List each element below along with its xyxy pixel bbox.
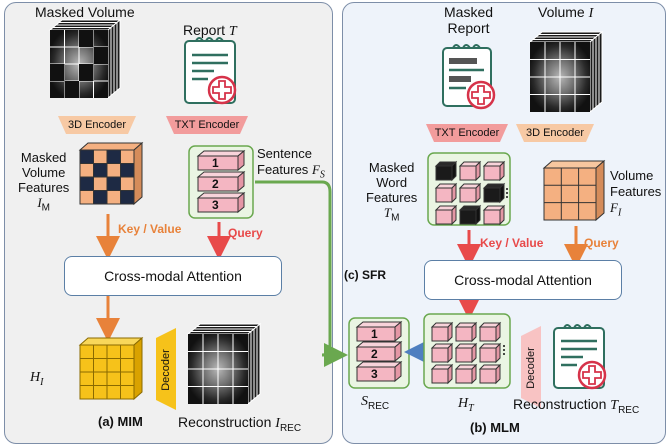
srec-number-3: 3 xyxy=(371,367,378,381)
decoder-shape-right xyxy=(521,326,541,408)
volume-cube xyxy=(528,30,604,114)
ht-grid xyxy=(423,313,511,389)
masked-volume-features-label: Masked Volume Features IM xyxy=(18,150,70,214)
report-document-icon xyxy=(184,37,237,105)
txt-encoder-label: TXT Encoder xyxy=(174,119,240,131)
hidden-feature-label: HI xyxy=(30,370,44,388)
masked-report-icon xyxy=(442,44,496,110)
txt-encoder-shape xyxy=(166,116,248,134)
key-value-label: Key / Value xyxy=(118,222,182,236)
sentence-features-stack xyxy=(188,145,254,219)
sentence-number-2: 2 xyxy=(212,177,219,191)
volume-features-label: Volume Features FI xyxy=(610,168,662,219)
report-label: Report T xyxy=(183,22,237,39)
srec-number-1: 1 xyxy=(371,327,378,341)
decoder-label-left: Decoder xyxy=(160,349,172,391)
masked-word-features-label: Masked Word Features TM xyxy=(366,160,418,224)
3d-encoder-shape xyxy=(58,116,136,134)
srec-stack xyxy=(348,317,410,389)
sentence-features-label: Sentence Features FS xyxy=(257,146,325,181)
reconstruction-report-icon xyxy=(553,324,607,390)
masked-report-label: Masked Report xyxy=(444,4,494,36)
sfr-label: (c) SFR xyxy=(344,268,386,282)
reconstruction-label-left: Reconstruction IREC xyxy=(178,414,302,434)
reconstruction-cube xyxy=(186,322,262,406)
key-value-label-right: Key / Value xyxy=(480,236,544,250)
decoder-shape xyxy=(156,328,176,410)
3d-encoder-shape-right xyxy=(516,124,594,142)
masked-volume-label: Masked Volume xyxy=(35,4,135,20)
masked-volume-features-cube xyxy=(78,141,144,206)
sentence-number-1: 1 xyxy=(212,156,219,170)
query-label-right: Query xyxy=(584,236,619,250)
txt-encoder-label-right: TXT Encoder xyxy=(434,127,500,139)
volume-label: Volume I xyxy=(538,4,594,21)
cross-modal-attention-right: Cross-modal Attention xyxy=(424,260,622,300)
ht-label: HT xyxy=(458,396,474,414)
3d-encoder-label: 3D Encoder xyxy=(67,119,127,131)
mlm-caption: (b) MLM xyxy=(470,420,520,435)
masked-volume-cube xyxy=(48,18,122,100)
cross-modal-attention-left: Cross-modal Attention xyxy=(64,256,282,296)
query-label: Query xyxy=(228,226,263,240)
masked-word-features-grid xyxy=(427,152,511,226)
sentence-number-3: 3 xyxy=(212,198,219,212)
hidden-feature-cube xyxy=(78,336,144,401)
mim-caption: (a) MIM xyxy=(98,414,143,429)
txt-encoder-shape-right xyxy=(426,124,508,142)
3d-encoder-label-right: 3D Encoder xyxy=(525,127,585,139)
volume-features-cube xyxy=(542,159,606,222)
srec-number-2: 2 xyxy=(371,347,378,361)
reconstruction-label-right: Reconstruction TREC xyxy=(513,396,640,416)
srec-label: SREC xyxy=(361,394,390,412)
